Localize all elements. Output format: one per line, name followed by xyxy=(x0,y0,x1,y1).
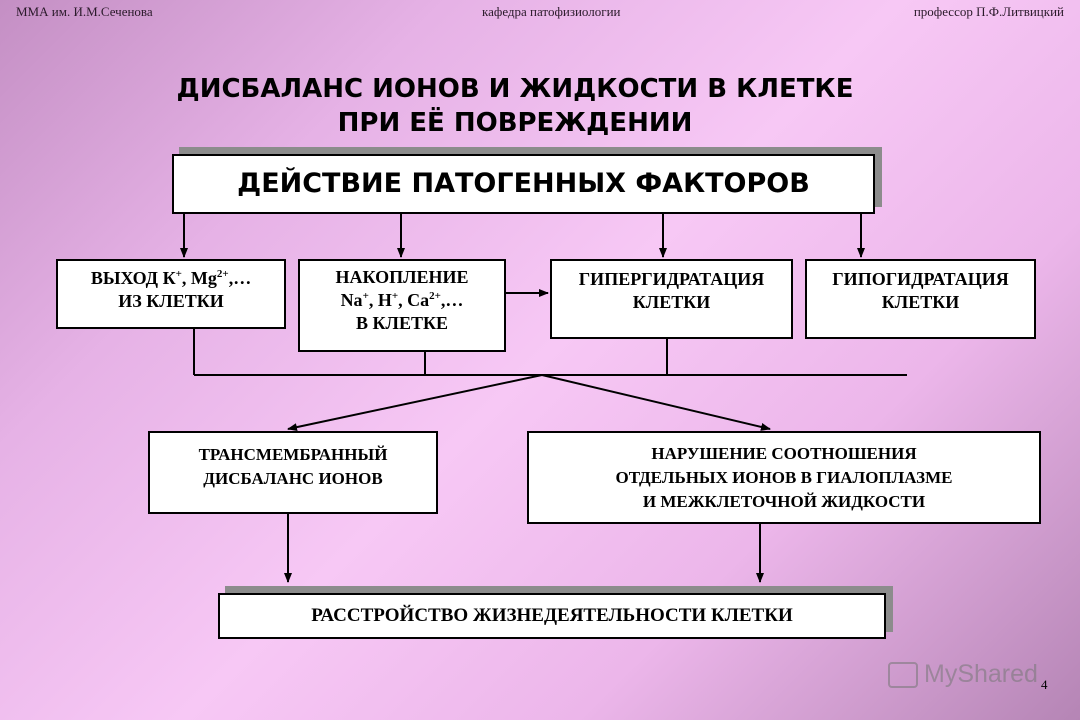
hypo-line1: ГИПОГИДРАТАЦИЯ xyxy=(832,269,1009,289)
hypo-line2: КЛЕТКИ xyxy=(881,292,960,312)
ratio-line3: И МЕЖКЛЕТОЧНОЙ ЖИДКОСТИ xyxy=(642,492,926,511)
arrow-bus-to-trans xyxy=(287,374,543,432)
box-ion-efflux: ВЫХОД К+, Mg2+,… ИЗ КЛЕТКИ xyxy=(56,259,286,329)
ratio-line2: ОТДЕЛЬНЫХ ИОНОВ В ГИАЛОПЛАЗМЕ xyxy=(615,468,953,487)
header-department: кафедра патофизиологии xyxy=(482,4,621,19)
accum-line2: Na+, H+, Ca2+,… xyxy=(340,290,464,310)
slide-title-line1: ДИСБАЛАНС ИОНОВ И ЖИДКОСТИ В КЛЕТКЕ xyxy=(176,74,854,104)
efflux-line2: ИЗ КЛЕТКИ xyxy=(118,291,224,311)
myshared-logo-icon xyxy=(888,661,918,688)
slide-title-line2: ПРИ ЕЁ ПОВРЕЖДЕНИИ xyxy=(337,108,693,138)
box-ion-accumulation: НАКОПЛЕНИЕ Na+, H+, Ca2+,… В КЛЕТКЕ xyxy=(298,259,506,352)
hyper-line2: КЛЕТКИ xyxy=(632,292,711,312)
trans-line2: ДИСБАЛАНС ИОНОВ xyxy=(203,469,383,488)
watermark-text: MyShared xyxy=(924,660,1038,688)
watermark: MyShared xyxy=(888,660,1038,689)
box-transmembrane-imbalance: ТРАНСМЕМБРАННЫЙ ДИСБАЛАНС ИОНОВ xyxy=(148,431,438,514)
hyper-line1: ГИПЕРГИДРАТАЦИЯ xyxy=(578,269,765,289)
accum-line3: В КЛЕТКЕ xyxy=(355,313,449,333)
box-hyperhydration: ГИПЕРГИДРАТАЦИЯ КЛЕТКИ xyxy=(550,259,793,339)
box-cell-dysfunction: РАССТРОЙСТВО ЖИЗНЕДЕЯТЕЛЬНОСТИ КЛЕТКИ xyxy=(218,593,886,639)
page-number: 4 xyxy=(1041,677,1048,692)
box-ion-ratio-disorder: НАРУШЕНИЕ СООТНОШЕНИЯ ОТДЕЛЬНЫХ ИОНОВ В … xyxy=(527,431,1041,524)
ratio-line1: НАРУШЕНИЕ СООТНОШЕНИЯ xyxy=(651,444,917,463)
header-institution: ММА им. И.М.Сеченова xyxy=(16,4,153,19)
header-author: профессор П.Ф.Литвицкий xyxy=(913,4,1064,19)
arrow-bus-to-ratio xyxy=(541,374,771,431)
trans-line1: ТРАНСМЕМБРАННЫЙ xyxy=(198,445,388,464)
accum-line1: НАКОПЛЕНИЕ xyxy=(335,267,469,287)
efflux-line1: ВЫХОД К+, Mg2+,… xyxy=(90,268,252,288)
box-pathogenic-factors: ДЕЙСТВИЕ ПАТОГЕННЫХ ФАКТОРОВ xyxy=(172,154,875,214)
box-hypohydration: ГИПОГИДРАТАЦИЯ КЛЕТКИ xyxy=(805,259,1036,339)
